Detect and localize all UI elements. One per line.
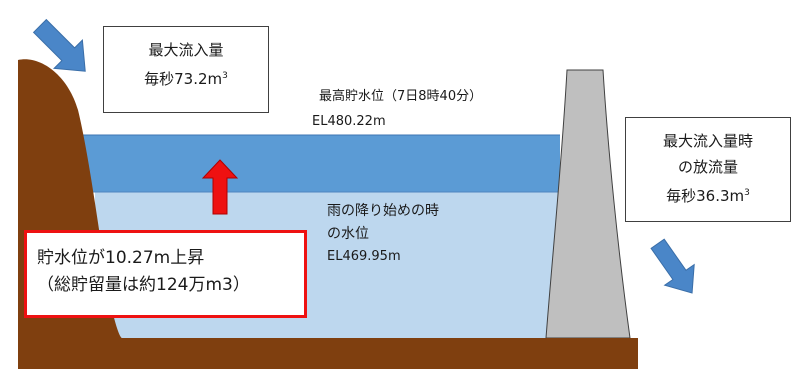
- outflow-title-line2: の放流量: [677, 158, 738, 176]
- max-inflow-box: 最大流入量 毎秒73.2m3: [103, 26, 269, 113]
- outflow-arrow: [650, 238, 695, 294]
- start-level-elevation: EL469.95m: [327, 249, 401, 264]
- max-inflow-title: 最大流入量: [148, 41, 224, 59]
- dam-body: [545, 69, 631, 339]
- start-level-label-line2: の水位: [327, 226, 369, 242]
- total-storage-note: （総貯留量は約124万m3）: [37, 275, 250, 295]
- outflow-value: 毎秒36.3m3: [666, 187, 750, 205]
- water-rise-arrow: [201, 159, 239, 215]
- max-inflow-value: 毎秒73.2m3: [144, 70, 228, 88]
- water-rise-amount: 貯水位が10.27m上昇: [37, 248, 205, 268]
- water-rise-box: 貯水位が10.27m上昇 （総貯留量は約124万m3）: [24, 230, 307, 318]
- outflow-title-line1: 最大流入量時: [662, 132, 753, 150]
- start-level-label-line1: 雨の降り始めの時: [327, 203, 439, 219]
- max-level-label: 最高貯水位（7日8時40分）: [319, 89, 483, 104]
- outflow-at-max-inflow-box: 最大流入量時 の放流量 毎秒36.3m3: [625, 117, 791, 222]
- ground-base: [18, 338, 638, 369]
- max-level-elevation: EL480.22m: [312, 114, 386, 129]
- inflow-arrow: [32, 18, 86, 72]
- upper-water-body: [75, 135, 560, 192]
